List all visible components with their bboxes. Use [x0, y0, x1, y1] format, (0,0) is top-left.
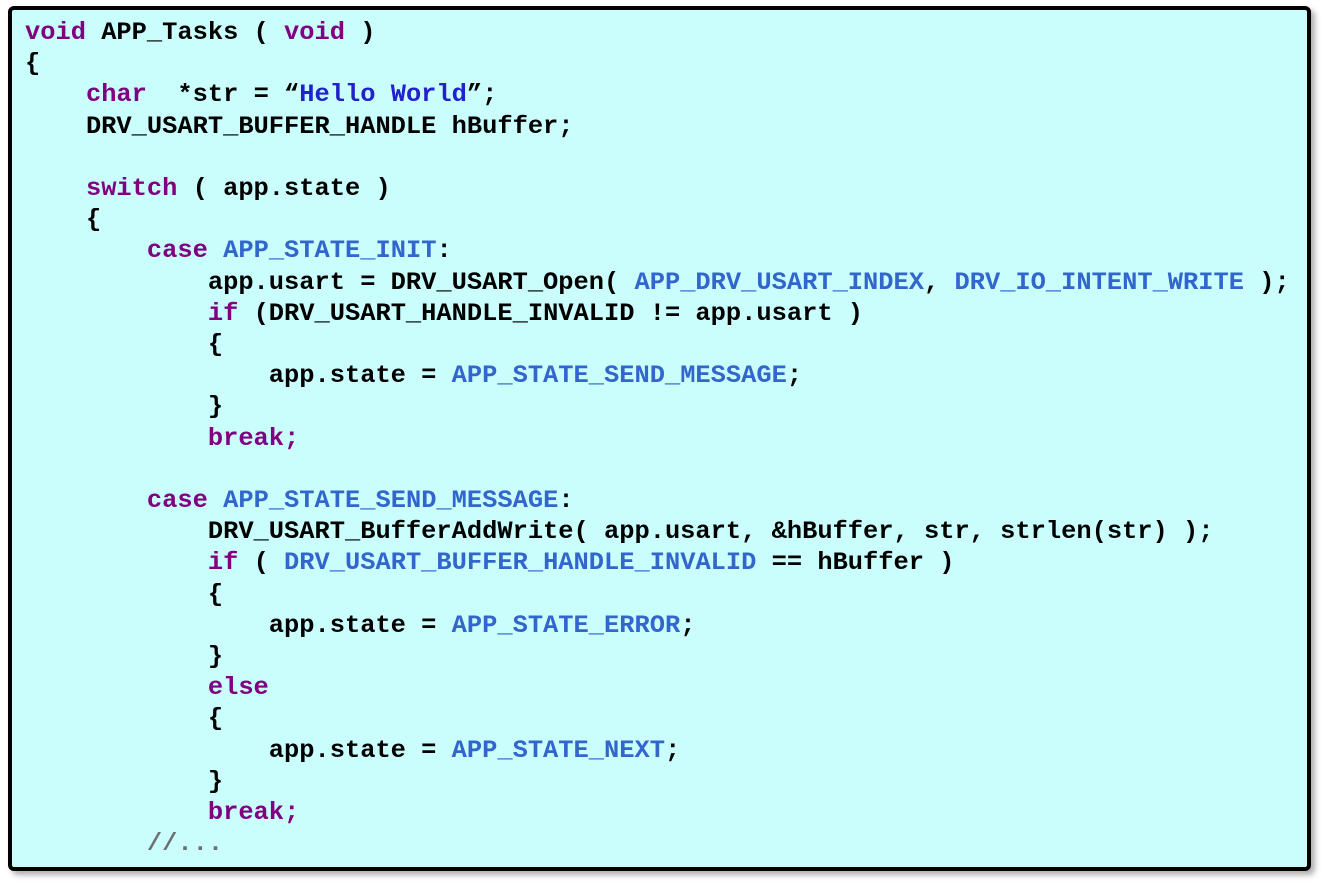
code-line: break;: [25, 797, 1303, 828]
code-line: DRV_USART_BufferAddWrite( app.usart, &hB…: [25, 516, 1303, 547]
code-token-plain: ;: [680, 610, 696, 640]
code-token-identifier: APP_STATE_SEND_MESSAGE: [451, 361, 787, 391]
code-token-plain: [25, 174, 86, 203]
code-token-identifier: APP_STATE_ERROR: [451, 610, 681, 640]
code-token-keyword: break;: [207, 798, 300, 828]
code-token-identifier: APP_DRV_USART_INDEX: [634, 267, 924, 297]
code-token-plain: (DRV_USART_HANDLE_INVALID != app.usart ): [238, 298, 864, 328]
code-token-plain: [25, 80, 86, 109]
code-token-plain: :: [558, 486, 574, 516]
code-token-plain: DRV_USART_BUFFER_HANDLE hBuffer;: [25, 111, 574, 141]
code-token-plain: ;: [664, 735, 681, 765]
code-token-keyword: break;: [207, 423, 300, 453]
code-token-identifier: APP_STATE_INIT: [223, 236, 437, 266]
code-line: if (DRV_USART_HANDLE_INVALID != app.usar…: [25, 298, 1303, 329]
code-line: [25, 142, 1303, 173]
code-token-plain: DRV_USART_BufferAddWrite( app.usart, &hB…: [25, 517, 1214, 547]
code-line: app.state = APP_STATE_NEXT;: [25, 735, 1303, 766]
code-line: [25, 454, 1303, 485]
code-line: DRV_USART_BUFFER_HANDLE hBuffer;: [25, 111, 1303, 142]
code-token-plain: ): [345, 18, 376, 47]
code-line: char *str = “Hello World”;: [25, 79, 1303, 110]
code-token-plain: [25, 486, 147, 515]
code-token-identifier: DRV_USART_BUFFER_HANDLE_INVALID: [284, 548, 757, 578]
code-token-keyword: switch: [85, 174, 178, 204]
code-token-plain: (: [238, 548, 285, 578]
code-token-plain: [208, 236, 223, 265]
code-line: switch ( app.state ): [25, 173, 1303, 204]
code-token-plain: [25, 299, 208, 328]
code-line: app.state = APP_STATE_SEND_MESSAGE;: [25, 360, 1303, 391]
code-token-identifier: APP_STATE_NEXT: [451, 735, 665, 765]
code-token-plain: {: [25, 330, 224, 360]
code-token-plain: app.state =: [25, 361, 452, 391]
code-token-plain: [25, 424, 208, 453]
code-token-keyword: char: [85, 80, 147, 110]
code-token-plain: app.state =: [25, 735, 452, 765]
code-line: if ( DRV_USART_BUFFER_HANDLE_INVALID == …: [25, 547, 1303, 578]
code-token-keyword: void: [25, 18, 86, 47]
code-token-plain: == hBuffer ): [756, 548, 955, 578]
code-token-keyword: if: [207, 548, 239, 578]
code-line: {: [25, 579, 1303, 610]
code-token-plain: {: [25, 49, 41, 79]
code-token-plain: );: [1244, 267, 1290, 297]
code-token-plain: ;: [786, 361, 803, 391]
code-line: case APP_STATE_INIT:: [25, 235, 1303, 266]
code-token-plain: {: [25, 205, 102, 235]
code-line: {: [25, 329, 1303, 360]
code-token-comment: //...: [146, 829, 224, 859]
code-token-keyword: case: [146, 486, 208, 516]
code-token-plain: {: [25, 704, 224, 734]
code-line: case APP_STATE_SEND_MESSAGE:: [25, 485, 1303, 516]
code-token-plain: [25, 236, 147, 265]
code-token-plain: {: [25, 579, 224, 609]
code-token-plain: [25, 798, 208, 827]
code-line: void APP_Tasks ( void ): [25, 17, 1303, 48]
code-token-plain: *str = “: [146, 80, 300, 110]
code-token-keyword: void: [284, 18, 345, 47]
code-panel: void APP_Tasks ( void ){ char *str = “He…: [8, 6, 1311, 871]
code-token-plain: [25, 829, 147, 858]
code-token-identifier: APP_STATE_SEND_MESSAGE: [223, 486, 559, 516]
code-line: {: [25, 204, 1303, 235]
code-line: else: [25, 672, 1303, 703]
code-token-plain: app.usart = DRV_USART_Open(: [25, 267, 635, 297]
code-token-keyword: else: [207, 673, 269, 703]
code-line: {: [25, 48, 1303, 79]
code-token-plain: [208, 486, 223, 515]
code-token-identifier: DRV_IO_INTENT_WRITE: [954, 267, 1244, 297]
code-token-keyword: if: [207, 298, 239, 328]
code-token-plain: }: [25, 392, 224, 422]
code-line: }: [25, 641, 1303, 672]
code-token-string: Hello World: [299, 80, 467, 110]
code-token-plain: APP_Tasks (: [85, 18, 285, 47]
code-token-plain: :: [436, 236, 452, 266]
code-token-plain: [25, 673, 208, 702]
code-line: //...: [25, 828, 1303, 859]
code-line: app.usart = DRV_USART_Open( APP_DRV_USAR…: [25, 267, 1303, 298]
code-line: app.state = APP_STATE_ERROR;: [25, 610, 1303, 641]
code-line: break;: [25, 423, 1303, 454]
code-line: }: [25, 391, 1303, 422]
code-block: void APP_Tasks ( void ){ char *str = “He…: [25, 17, 1303, 859]
code-token-plain: }: [25, 766, 224, 796]
code-token-plain: ”;: [466, 80, 498, 110]
code-token-keyword: case: [146, 236, 208, 266]
code-token-plain: }: [25, 642, 224, 672]
code-token-plain: ,: [924, 267, 955, 297]
code-token-plain: ( app.state ): [177, 174, 391, 204]
code-line: {: [25, 703, 1303, 734]
code-token-plain: app.state =: [25, 610, 452, 640]
code-token-plain: [25, 548, 208, 577]
code-line: }: [25, 766, 1303, 797]
